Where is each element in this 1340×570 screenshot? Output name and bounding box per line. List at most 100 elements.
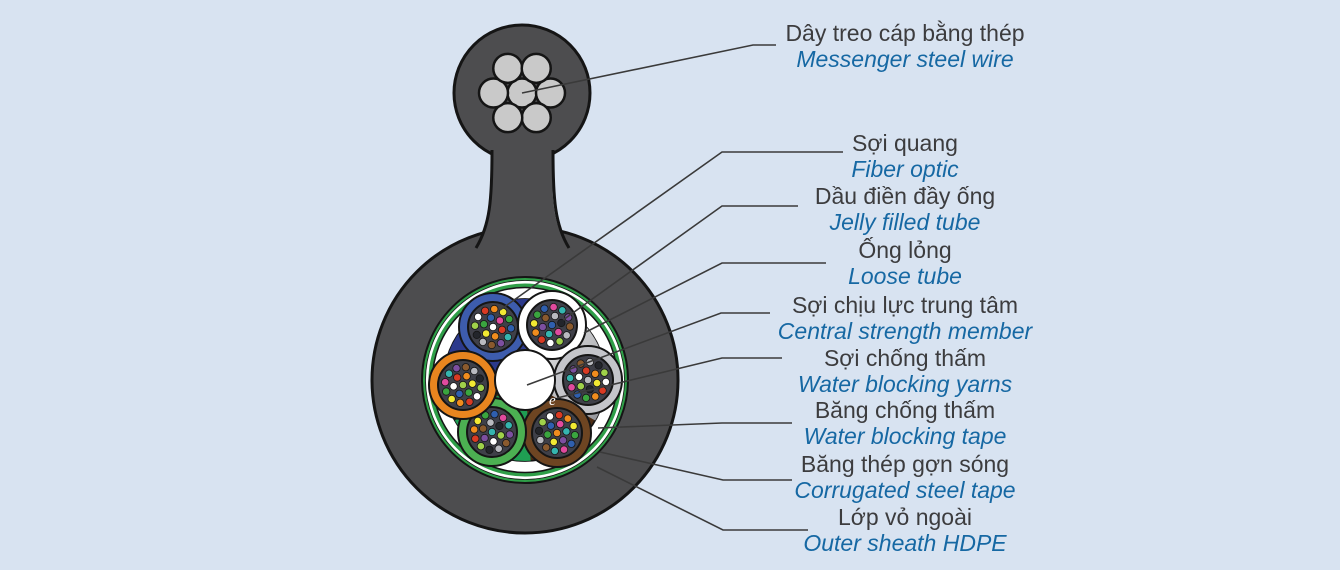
fiber-optic-dot bbox=[562, 427, 571, 436]
fiber-optic-dot bbox=[601, 377, 611, 386]
label-vietnamese: Sợi chống thấm bbox=[823, 345, 987, 371]
fiber-optic-dot bbox=[495, 421, 504, 431]
central-strength-member-circle bbox=[494, 349, 556, 411]
fiber-optic-dot bbox=[452, 364, 461, 373]
fiber-optic-dot bbox=[465, 397, 474, 406]
fiber-optic-dot bbox=[555, 410, 564, 420]
loose-tube-brown bbox=[522, 398, 592, 468]
fiber-optic-dot bbox=[546, 421, 556, 430]
fiber-optic-dot bbox=[480, 306, 490, 315]
fiber-optic-dot bbox=[550, 311, 560, 321]
label-vietnamese: Sợi chịu lực trung tâm bbox=[791, 292, 1019, 318]
fiber-optic-dot bbox=[503, 332, 512, 342]
fiber-optic-dot bbox=[554, 327, 563, 337]
fiber-optic-dot bbox=[496, 339, 505, 348]
leader-loose-tube bbox=[583, 262, 826, 334]
label-english: Jelly filled tube bbox=[829, 209, 981, 235]
fiber-optic-dot bbox=[458, 380, 468, 390]
fiber-optic-dot bbox=[462, 372, 471, 381]
fiber-optic-dot bbox=[473, 312, 483, 321]
fiber-optic-dot bbox=[486, 418, 495, 427]
fiber-optic-dot bbox=[592, 378, 602, 388]
fiber-optic-dot bbox=[455, 389, 464, 398]
leader-messenger-steel-wire bbox=[521, 44, 776, 94]
fiber-optic-dot bbox=[456, 398, 465, 407]
fiber-optic-dot bbox=[502, 438, 511, 448]
fiber-optic-dot bbox=[444, 369, 454, 378]
fiber-optic-dot bbox=[470, 425, 479, 434]
fiber-optic-dot bbox=[552, 428, 562, 438]
fiber-optic-dot bbox=[504, 421, 513, 430]
fiber-optic-dot bbox=[558, 436, 568, 445]
label-english: Corrugated steel tape bbox=[794, 477, 1016, 503]
fiber-optic-dot bbox=[549, 302, 558, 312]
fiber-optic-dot bbox=[472, 392, 482, 401]
fiber-optic-dot bbox=[538, 322, 547, 332]
fiber-optic-dot bbox=[486, 313, 495, 322]
fiber-optic-dot bbox=[487, 427, 497, 437]
fiber-optic-dot bbox=[567, 383, 576, 392]
fiber-optic-dot bbox=[472, 330, 481, 339]
fiber-optic-dot bbox=[582, 366, 591, 375]
fiber-optic-dot bbox=[470, 321, 480, 330]
fiber-optic-dot bbox=[565, 322, 575, 331]
fiber-optic-dot bbox=[565, 373, 575, 383]
fiber-optic-dot bbox=[453, 373, 462, 382]
leader-water-blocking-yarns bbox=[556, 357, 782, 399]
leader-central-strength-member bbox=[526, 312, 770, 386]
loose-tube-silver bbox=[553, 345, 623, 415]
fiber-optic-dot bbox=[559, 445, 569, 454]
fiber-optic-dot bbox=[570, 431, 580, 440]
steel-wire bbox=[520, 101, 552, 134]
cable-neck-edge bbox=[474, 149, 494, 249]
fiber-optic-dot bbox=[473, 416, 482, 425]
fiber-optic-dot bbox=[544, 329, 554, 339]
cable-neck-edge bbox=[551, 149, 571, 249]
steel-wire bbox=[492, 52, 524, 85]
fiber-optic-dot bbox=[475, 374, 484, 383]
fiber-optic-dot bbox=[478, 337, 487, 346]
fiber-optic-dot bbox=[447, 394, 456, 404]
loose-tube-blue bbox=[458, 292, 528, 362]
fiber-optic-dot bbox=[531, 328, 540, 337]
fiber-optic-dot bbox=[591, 392, 600, 401]
fiber-optic-dot bbox=[505, 430, 514, 439]
leader-corrugated-steel-tape bbox=[599, 451, 792, 481]
label-english: Loose tube bbox=[848, 263, 962, 289]
fiber-optic-dot bbox=[449, 382, 458, 391]
cable-neck bbox=[476, 150, 569, 248]
fiber-optic-dot bbox=[563, 414, 572, 423]
label-english: Outer sheath HDPE bbox=[803, 530, 1007, 556]
leader-fiber-optic bbox=[499, 151, 843, 311]
fiber-optic-dot bbox=[494, 444, 503, 453]
fiber-optic-dot bbox=[487, 340, 496, 350]
label-english: Water blocking yarns bbox=[797, 371, 1013, 397]
fiber-optic-dot bbox=[476, 383, 485, 392]
fiber-optic-dot bbox=[505, 314, 514, 324]
fiber-optic-dot bbox=[581, 393, 591, 402]
fiber-optic-dot bbox=[490, 410, 499, 419]
fiber-optic-dot bbox=[496, 431, 505, 440]
label-vietnamese: Băng thép gợn sóng bbox=[800, 451, 1010, 477]
fiber-optic-dot bbox=[547, 320, 557, 330]
fiber-optic-dot bbox=[479, 320, 488, 329]
label-vietnamese: Sợi quang bbox=[852, 130, 958, 156]
fiber-optic-dot bbox=[540, 304, 549, 313]
loose-tube-orange bbox=[428, 350, 498, 420]
fiber-optic-dot bbox=[490, 304, 499, 314]
fiber-optic-dot bbox=[536, 435, 545, 445]
fiber-optic-dot bbox=[464, 388, 473, 397]
leader-water-blocking-tape bbox=[597, 422, 792, 429]
label-vietnamese: Dây treo cáp bằng thép bbox=[785, 20, 1025, 46]
fiber-optic-dot bbox=[490, 332, 500, 341]
label-vietnamese: Ống lỏng bbox=[858, 237, 952, 263]
fiber-optic-dot bbox=[498, 413, 508, 422]
